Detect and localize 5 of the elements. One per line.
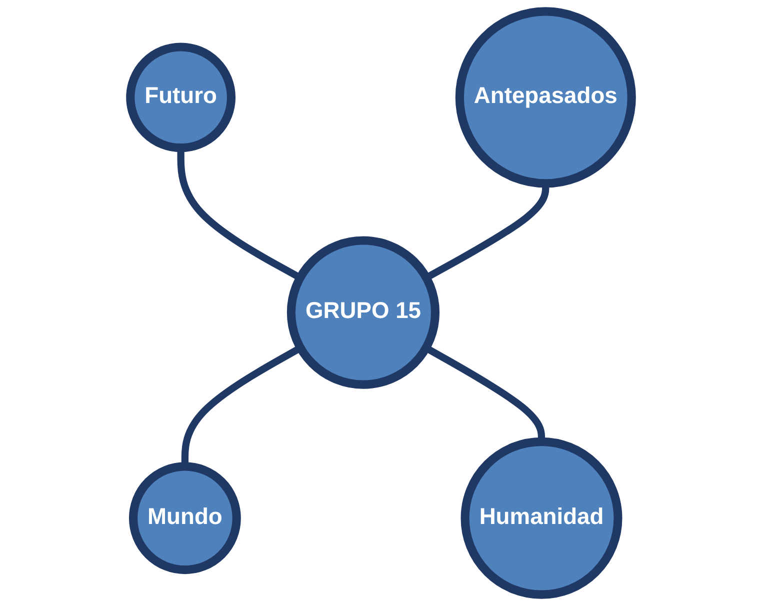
node-circle: GRUPO 15 (286, 236, 440, 389)
node-circle: Mundo (128, 462, 241, 574)
node-circle: Futuro (126, 42, 236, 152)
node-circle: Humanidad (460, 437, 622, 599)
node-circle: Antepasados (455, 7, 636, 188)
